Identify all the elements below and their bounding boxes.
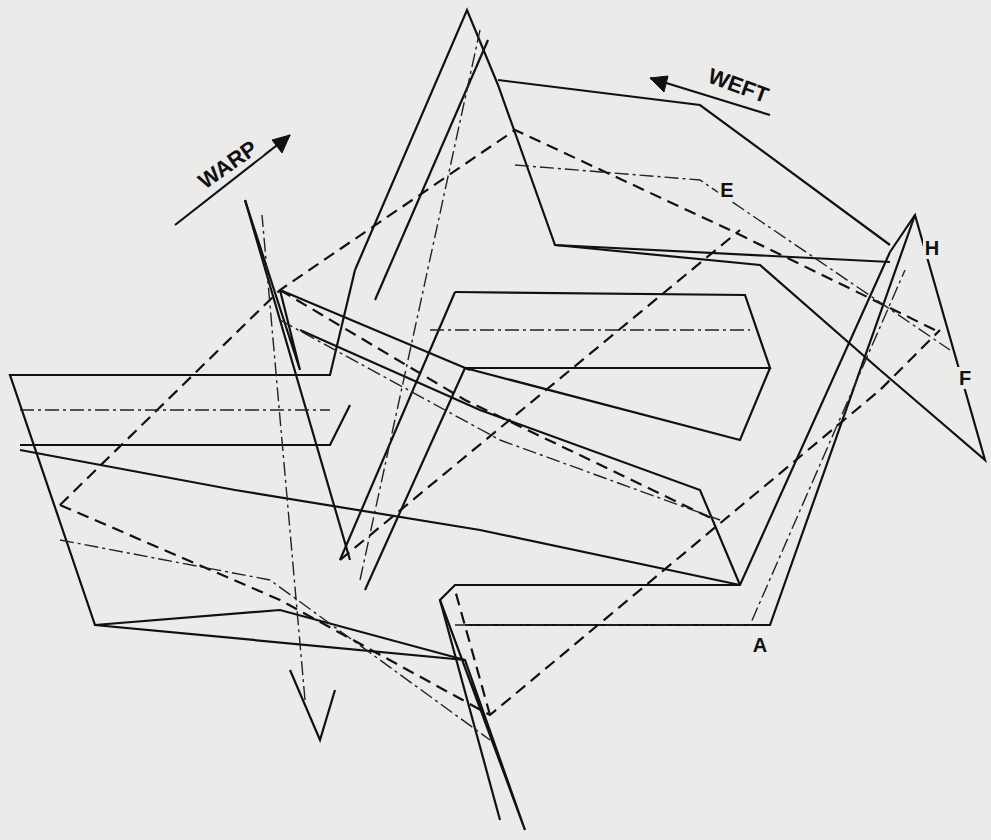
direction-arrows (175, 76, 770, 225)
point-label: F (957, 367, 973, 389)
point-label: H (923, 237, 941, 259)
direction-label: WEFT (703, 63, 774, 108)
direction-label: WARP (192, 135, 263, 195)
centre-lines (20, 30, 950, 740)
point-label: E (718, 179, 735, 201)
warp-path-lines (60, 130, 940, 715)
strand-outlines (10, 10, 985, 830)
point-label: A (751, 634, 769, 656)
